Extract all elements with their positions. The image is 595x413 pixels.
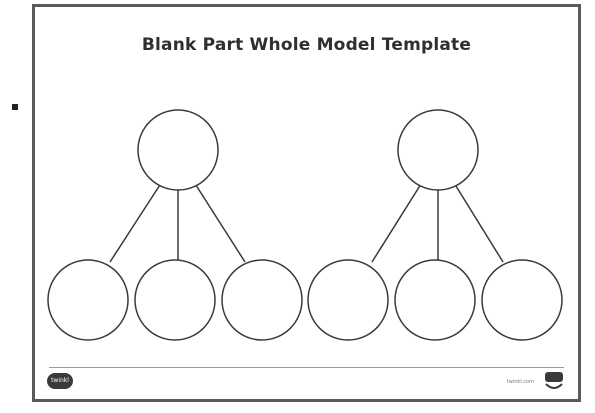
- part-circle-left-3[interactable]: [221, 259, 303, 341]
- part-circle-left-2[interactable]: [134, 259, 216, 341]
- whole-circle-left[interactable]: [137, 109, 219, 191]
- twinkl-logo-icon: twinkl: [47, 373, 73, 389]
- page-title: Blank Part Whole Model Template: [141, 35, 472, 55]
- part-circle-left-1[interactable]: [47, 259, 129, 341]
- page-marker: [12, 104, 18, 110]
- footer-url: twinkl.com: [506, 379, 534, 385]
- worksheet-page: Blank Part Whole Model Template twinkl: [32, 4, 581, 402]
- twinkl-badge-icon: [545, 372, 563, 389]
- part-circle-right-3[interactable]: [481, 259, 563, 341]
- part-circle-right-1[interactable]: [307, 259, 389, 341]
- part-whole-diagrams: [47, 109, 563, 341]
- whole-circle-right[interactable]: [397, 109, 479, 191]
- footer-divider: [49, 367, 564, 368]
- part-circle-right-2[interactable]: [394, 259, 476, 341]
